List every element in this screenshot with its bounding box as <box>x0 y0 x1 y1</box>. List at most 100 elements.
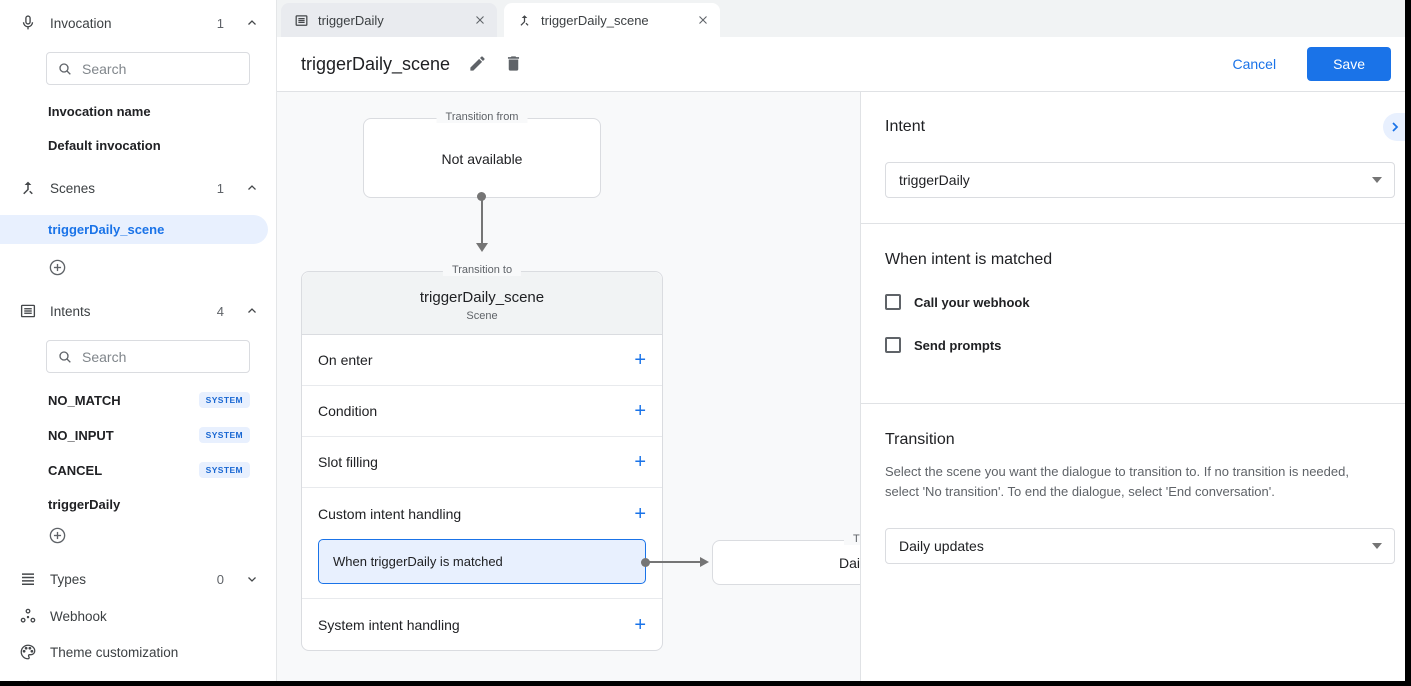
transition-to-legend: Transition to <box>844 533 860 545</box>
invocation-search[interactable] <box>46 52 250 85</box>
daily-updates-card[interactable]: Transition to Daily updates <box>712 533 860 585</box>
close-icon[interactable] <box>696 13 710 27</box>
intent-heading: Intent <box>885 118 926 135</box>
editor-header: triggerDaily_scene Cancel Save <box>277 37 1405 92</box>
sidebar-item-triggerdaily-scene[interactable]: triggerDaily_scene <box>0 215 268 244</box>
chevron-up-icon[interactable] <box>246 17 258 29</box>
intent-tab-icon <box>294 13 309 28</box>
system-badge: SYSTEM <box>198 427 250 443</box>
add-icon[interactable]: + <box>634 400 646 422</box>
connector-line <box>481 200 483 243</box>
section-label: Scenes <box>50 180 96 196</box>
cancel-button[interactable]: Cancel <box>1232 56 1277 72</box>
webhook-icon <box>19 607 37 625</box>
link-label: Theme customization <box>50 644 179 660</box>
chevron-up-icon[interactable] <box>246 305 258 317</box>
close-icon[interactable] <box>473 13 487 27</box>
sidebar-item-no-input[interactable]: NO_INPUT SYSTEM <box>0 427 276 443</box>
intents-icon <box>19 302 37 320</box>
search-icon <box>57 61 73 77</box>
transition-heading: Transition <box>885 431 955 448</box>
connector-arrowhead <box>700 557 709 567</box>
checkbox-unchecked[interactable] <box>885 337 901 353</box>
add-intent-button[interactable] <box>48 526 276 548</box>
invocation-search-input[interactable] <box>82 60 239 77</box>
editor-content: Transition from Not available Transition… <box>277 92 1405 681</box>
item-label: triggerDaily <box>48 497 121 512</box>
add-icon[interactable]: + <box>634 451 646 473</box>
scene-card-title: triggerDaily_scene <box>419 289 545 306</box>
scenes-icon <box>19 179 37 197</box>
editor-surface: triggerDaily_scene Cancel Save Transitio… <box>277 37 1405 681</box>
delete-trash-icon[interactable] <box>504 54 524 74</box>
chevron-right-icon <box>1392 122 1399 132</box>
add-icon[interactable]: + <box>634 349 646 371</box>
sidebar-item-no-match[interactable]: NO_MATCH SYSTEM <box>0 392 276 408</box>
checkbox-label: Call your webhook <box>914 294 1030 310</box>
sidebar-item-cancel[interactable]: CANCEL SYSTEM <box>0 462 276 478</box>
item-label: NO_INPUT <box>48 427 114 443</box>
section-divider <box>861 223 1405 224</box>
add-scene-button[interactable] <box>48 258 276 280</box>
row-custom-intent-handling: Custom intent handling + When triggerDai… <box>302 488 662 599</box>
sidebar-item-triggerdaily[interactable]: triggerDaily <box>0 497 276 512</box>
tab-triggerdaily[interactable]: triggerDaily <box>281 3 497 37</box>
add-circle-icon <box>48 526 67 545</box>
transition-from-box: Transition from Not available <box>363 111 601 198</box>
call-webhook-checkbox-row[interactable]: Call your webhook <box>885 294 1395 310</box>
checkbox-unchecked[interactable] <box>885 294 901 310</box>
chevron-down-icon[interactable] <box>246 573 258 585</box>
intents-search-input[interactable] <box>82 348 239 365</box>
sidebar-item-default-invocation[interactable]: Default invocation <box>0 138 276 153</box>
transition-from-legend: Transition from <box>436 111 528 123</box>
intent-select[interactable]: triggerDaily <box>885 162 1395 198</box>
intent-handler-when-triggerdaily[interactable]: When triggerDaily is matched <box>318 539 646 584</box>
sidebar-section-intents[interactable]: Intents 4 <box>0 298 276 324</box>
intent-select-value: triggerDaily <box>899 172 970 188</box>
item-label: triggerDaily_scene <box>48 222 165 237</box>
window-edge-bottom <box>0 681 1411 686</box>
sidebar-section-scenes[interactable]: Scenes 1 <box>0 175 276 201</box>
sidebar-item-account-linking[interactable]: Account linking <box>0 676 276 682</box>
sidebar-item-webhook[interactable]: Webhook <box>0 604 276 628</box>
section-count: 1 <box>216 15 224 31</box>
scene-card-subtitle: Scene <box>466 310 498 322</box>
row-condition[interactable]: Condition + <box>302 386 662 437</box>
add-icon[interactable]: + <box>634 613 646 636</box>
daily-updates-label: Daily updates <box>839 554 860 571</box>
sidebar-item-theme-customization[interactable]: Theme customization <box>0 640 276 664</box>
sidebar-section-types[interactable]: Types 0 <box>0 566 276 592</box>
row-label: On enter <box>318 352 373 368</box>
search-icon <box>57 349 73 365</box>
add-circle-icon <box>48 258 67 277</box>
connector-dot <box>477 192 486 201</box>
row-label: Condition <box>318 403 378 419</box>
tab-triggerdaily-scene[interactable]: triggerDaily_scene <box>504 3 720 37</box>
section-count: 4 <box>216 303 224 319</box>
sidebar-section-invocation[interactable]: Invocation 1 <box>0 10 276 36</box>
chevron-up-icon[interactable] <box>246 182 258 194</box>
microphone-icon <box>19 14 37 32</box>
transition-to-legend: Transition to <box>442 264 522 276</box>
custom-intent-label-row[interactable]: Custom intent handling + <box>302 488 662 539</box>
row-on-enter[interactable]: On enter + <box>302 335 662 386</box>
scene-card: Transition to triggerDaily_scene Scene O… <box>301 264 663 651</box>
intents-search[interactable] <box>46 340 250 373</box>
scene-card-header: triggerDaily_scene Scene <box>302 272 662 335</box>
save-button[interactable]: Save <box>1307 47 1391 81</box>
connector-line <box>649 561 701 563</box>
item-label: Default invocation <box>48 138 161 153</box>
row-slot-filling[interactable]: Slot filling + <box>302 437 662 488</box>
add-icon[interactable]: + <box>634 502 646 525</box>
tab-label: triggerDaily_scene <box>541 12 649 28</box>
row-system-intent-handling[interactable]: System intent handling + <box>302 599 662 650</box>
types-icon <box>19 570 37 588</box>
scene-canvas[interactable]: Transition from Not available Transition… <box>277 92 860 681</box>
tab-label: triggerDaily <box>318 12 384 28</box>
sidebar-item-invocation-name[interactable]: Invocation name <box>0 104 276 119</box>
edit-pencil-icon[interactable] <box>468 54 488 74</box>
transition-select-value: Daily updates <box>899 538 984 555</box>
transition-select[interactable]: Daily updates <box>885 528 1395 565</box>
send-prompts-checkbox-row[interactable]: Send prompts <box>885 337 1395 353</box>
collapse-panel-button[interactable] <box>1383 113 1405 141</box>
